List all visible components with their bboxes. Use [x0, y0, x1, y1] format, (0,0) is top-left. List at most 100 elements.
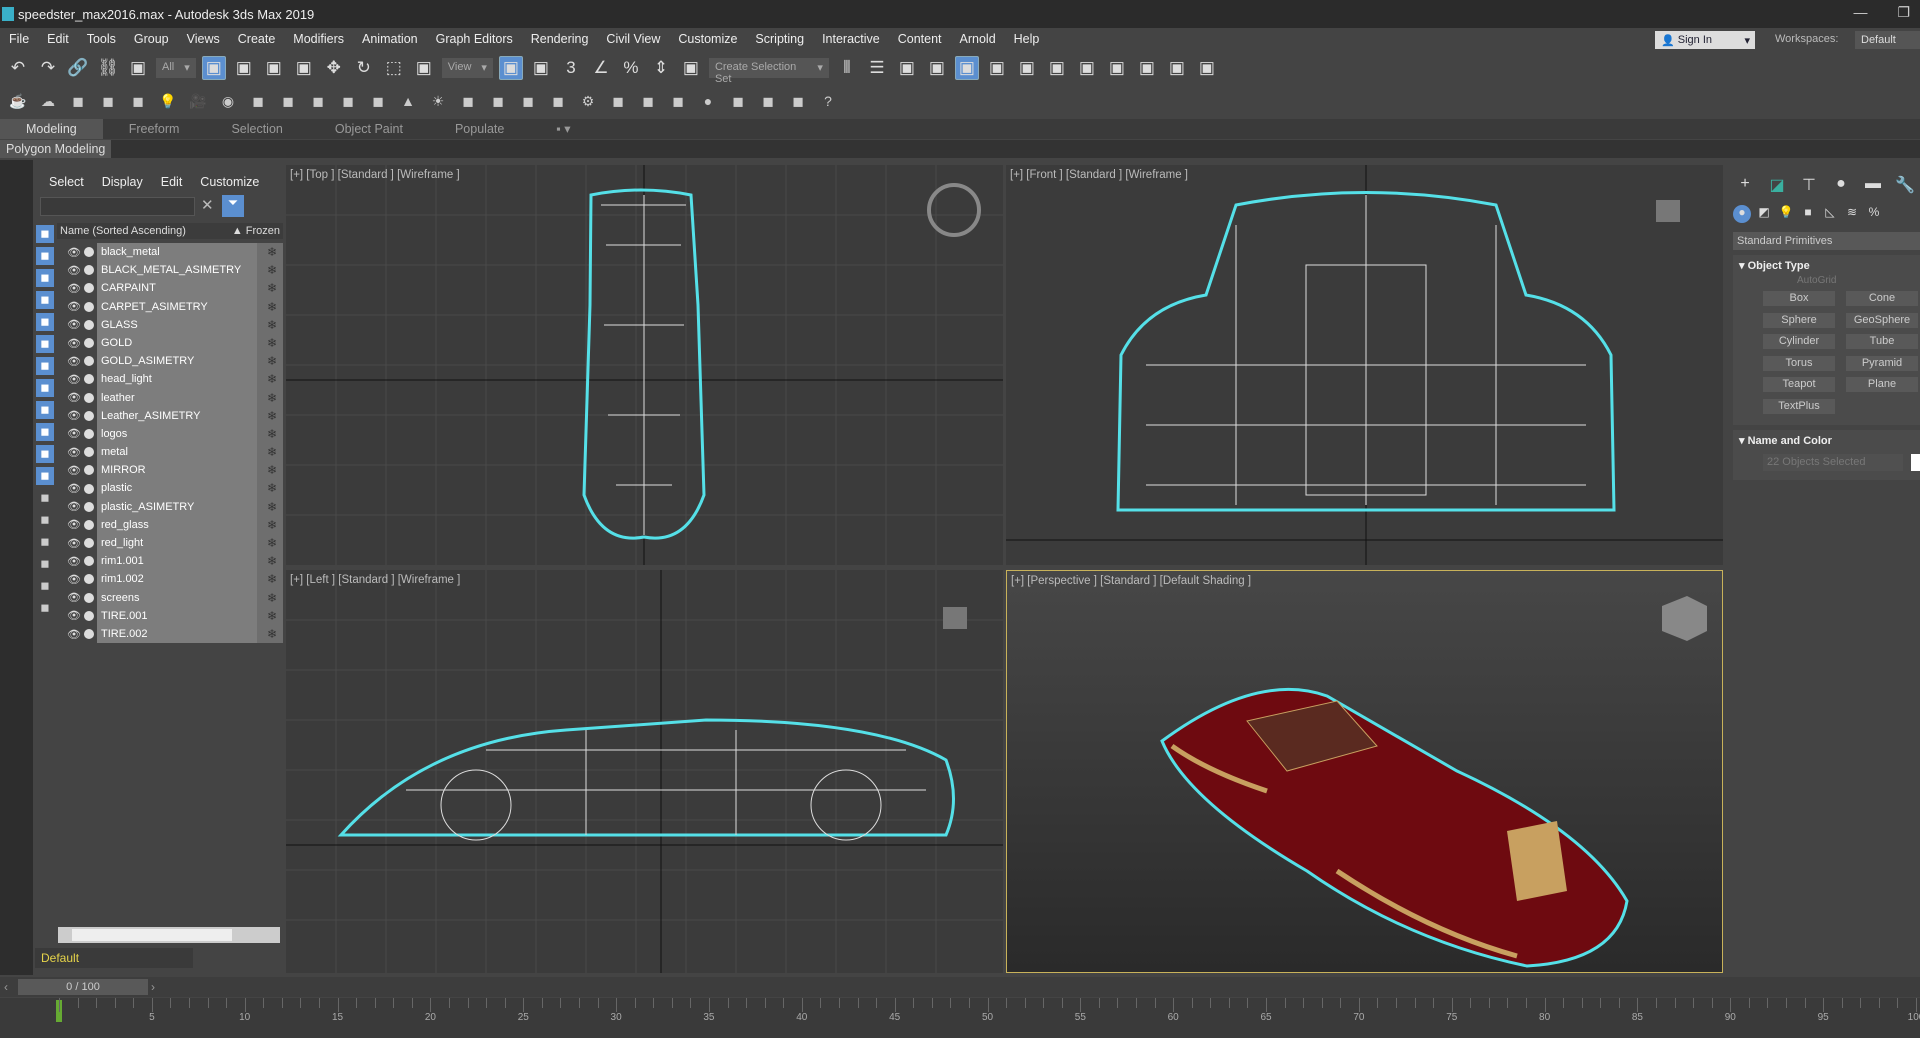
placement-icon[interactable]: ▣ — [415, 58, 432, 77]
visibility-eye-icon[interactable]: 👁 — [67, 392, 81, 405]
renderable-toggle-icon[interactable] — [84, 374, 94, 385]
display-none-icon[interactable]: ◼ — [40, 514, 50, 526]
molecule-icon[interactable]: ◼ — [522, 92, 534, 109]
primitive-button-tube[interactable]: Tube — [1846, 334, 1918, 349]
menu-help[interactable]: Help — [1013, 32, 1040, 46]
pivot-icon[interactable]: ▣ — [498, 56, 523, 80]
primitive-button-torus[interactable]: Torus — [1763, 355, 1835, 371]
freeze-snowflake-icon[interactable]: ❄ — [257, 497, 283, 516]
sphere-icon[interactable]: ◉ — [221, 92, 235, 109]
object-name[interactable]: screens — [97, 588, 257, 607]
align-icon[interactable]: ☰ — [869, 58, 885, 77]
object-name[interactable]: GOLD — [97, 333, 257, 353]
material-editor-icon[interactable]: ▣ — [1048, 58, 1065, 77]
cloud-icon[interactable]: ☁ — [41, 92, 55, 109]
curve-editor-icon[interactable]: ▣ — [988, 58, 1005, 77]
ribbon-tab-modeling[interactable]: Modeling — [0, 119, 103, 139]
visibility-eye-icon[interactable]: 👁 — [67, 573, 81, 586]
menu-file[interactable]: File — [9, 32, 30, 46]
display-containers-icon[interactable]: ◼ — [36, 423, 54, 441]
explorer-menu-select[interactable]: Select — [49, 175, 84, 189]
table-icon[interactable]: ◼ — [132, 92, 144, 109]
list-item[interactable]: 👁GOLD❄ — [57, 333, 283, 353]
renderable-toggle-icon[interactable] — [84, 447, 94, 458]
freeze-snowflake-icon[interactable]: ❄ — [257, 443, 283, 462]
list-item[interactable]: 👁red_glass❄ — [57, 515, 283, 534]
renderable-toggle-icon[interactable] — [84, 556, 94, 567]
renderable-toggle-icon[interactable] — [84, 301, 94, 312]
display-bones-icon[interactable]: ◼ — [36, 401, 54, 419]
workspace-select[interactable]: Default — [1855, 31, 1920, 49]
list-item[interactable]: 👁BLACK_METAL_ASIMETRY❄ — [57, 261, 283, 280]
camera-icon[interactable]: 🎥 — [189, 92, 207, 109]
freeze-snowflake-icon[interactable]: ❄ — [257, 333, 283, 353]
explorer-menu-customize[interactable]: Customize — [200, 175, 260, 189]
display-tab-icon[interactable]: ▬ — [1865, 175, 1881, 192]
unlink-icon[interactable]: ⛓ — [97, 58, 119, 77]
edit-named-sel-icon[interactable]: ▣ — [682, 58, 699, 77]
schematic-icon[interactable]: ▣ — [1018, 58, 1035, 77]
list-item[interactable]: 👁CARPAINT❄ — [57, 279, 283, 298]
scroll-thumb[interactable] — [72, 929, 232, 941]
menu-modifiers[interactable]: Modifiers — [293, 32, 345, 46]
shapes-icon[interactable]: ◩ — [1758, 205, 1770, 219]
display-all-icon[interactable]: ◼ — [40, 492, 50, 504]
render-icon[interactable]: ▣ — [1138, 58, 1155, 77]
primitive-button-textplus[interactable]: TextPlus — [1763, 398, 1835, 414]
horizontal-scrollbar[interactable] — [58, 927, 280, 943]
freeze-snowflake-icon[interactable]: ❄ — [257, 243, 283, 262]
snap-3d-icon[interactable]: 3 — [566, 58, 576, 77]
renderable-toggle-icon[interactable] — [84, 574, 94, 585]
renderable-toggle-icon[interactable] — [84, 283, 94, 294]
menu-edit[interactable]: Edit — [47, 32, 69, 46]
sun-icon[interactable]: ☀ — [431, 92, 445, 109]
box-icon[interactable]: ◼ — [282, 92, 294, 109]
primitive-button-plane[interactable]: Plane — [1846, 377, 1918, 392]
ribbon-options-icon[interactable]: ▪ ▾ — [556, 122, 571, 136]
menu-views[interactable]: Views — [186, 32, 220, 46]
globe-icon[interactable]: ● — [703, 93, 713, 109]
object-name[interactable]: GOLD_ASIMETRY — [97, 352, 257, 371]
list-item[interactable]: 👁head_light❄ — [57, 370, 283, 389]
prev-frame-icon[interactable]: ‹ — [4, 980, 8, 994]
freeze-snowflake-icon[interactable]: ❄ — [257, 352, 283, 371]
ribbon-tab-selection[interactable]: Selection — [231, 122, 283, 136]
select-object-icon[interactable]: ▣ — [201, 56, 226, 80]
autogrid-checkbox[interactable]: AutoGrid — [1797, 275, 1837, 286]
visibility-eye-icon[interactable]: 👁 — [67, 373, 81, 386]
menu-content[interactable]: Content — [897, 32, 942, 46]
renderable-toggle-icon[interactable] — [84, 465, 94, 476]
freeze-snowflake-icon[interactable]: ❄ — [257, 624, 283, 644]
explorer-search-input[interactable] — [40, 197, 195, 216]
freeze-snowflake-icon[interactable]: ❄ — [257, 424, 283, 444]
list-item[interactable]: 👁plastic❄ — [57, 479, 283, 498]
freeze-snowflake-icon[interactable]: ❄ — [257, 406, 283, 425]
filter-icon[interactable]: ⏷ — [222, 195, 244, 217]
motion-tab-icon[interactable]: ● — [1836, 175, 1846, 192]
freeze-snowflake-icon[interactable]: ❄ — [257, 534, 283, 553]
list-item[interactable]: 👁rim1.002❄ — [57, 570, 283, 589]
explorer-menu-edit[interactable]: Edit — [160, 175, 183, 189]
viewport-label[interactable]: [+] [Perspective ] [Standard ] [Default … — [1011, 575, 1252, 587]
object-name[interactable]: Leather_ASIMETRY — [97, 406, 257, 425]
renderable-toggle-icon[interactable] — [84, 356, 94, 367]
ribbon-tab-object-paint[interactable]: Object Paint — [334, 122, 403, 136]
time-slider-thumb[interactable]: 0 / 100 — [18, 979, 148, 995]
frozen-column-header[interactable]: ▲ Frozen — [231, 225, 280, 237]
object-name-field[interactable]: 22 Objects Selected — [1763, 454, 1903, 471]
primitive-type-dropdown[interactable]: Standard Primitives — [1733, 232, 1920, 250]
primitive-button-teapot[interactable]: Teapot — [1763, 377, 1835, 392]
viewport-left[interactable]: [+] [Left ] [Standard ] [Wireframe ] — [286, 570, 1003, 973]
layer-explorer-icon[interactable]: ▣ — [898, 58, 915, 77]
freeze-snowflake-icon[interactable]: ❄ — [257, 515, 283, 534]
renderable-toggle-icon[interactable] — [84, 265, 94, 276]
disk-icon[interactable]: ◼ — [462, 92, 474, 109]
geometry-icon[interactable]: ● — [1733, 205, 1751, 223]
visibility-eye-icon[interactable]: 👁 — [67, 428, 81, 441]
primitive-button-pyramid[interactable]: Pyramid — [1846, 355, 1918, 371]
visibility-eye-icon[interactable]: 👁 — [67, 246, 81, 259]
freeze-snowflake-icon[interactable]: ❄ — [257, 552, 283, 571]
freeze-snowflake-icon[interactable]: ❄ — [257, 315, 283, 334]
primitive-button-cylinder[interactable]: Cylinder — [1763, 334, 1835, 349]
filter-icon[interactable]: ◼ — [40, 558, 50, 570]
